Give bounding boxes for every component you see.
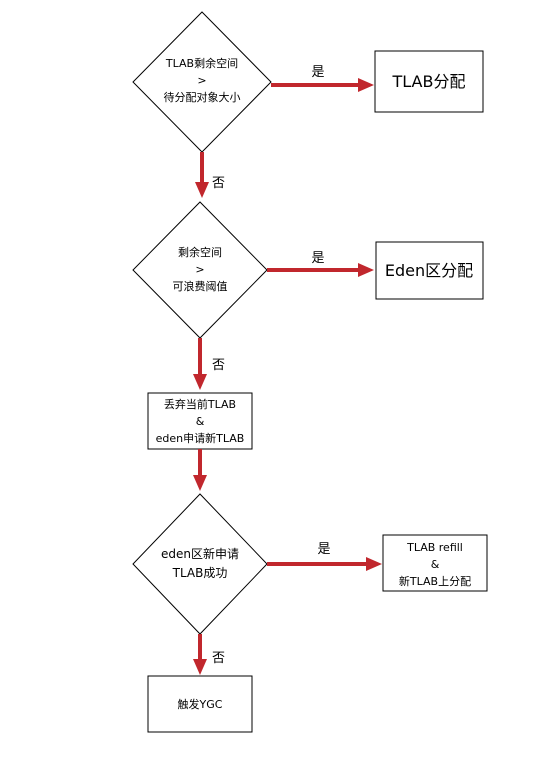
arrowhead: [193, 659, 207, 675]
process-box: [382, 534, 488, 592]
box-trigger-ygc: 触发YGC: [147, 675, 253, 733]
process-box: [374, 50, 484, 113]
box-label: TLAB分配: [392, 72, 466, 91]
box-line: &: [196, 415, 205, 428]
decision-line: 可浪费阈值: [173, 279, 228, 293]
box-label: Eden区分配: [385, 261, 473, 280]
arrow-yes-refill: 是: [267, 542, 382, 571]
arrow-discard-to-decision: [193, 449, 207, 491]
decision-new-tlab-success: eden区新申请 TLAB成功: [132, 493, 268, 635]
edge-label-no: 否: [212, 358, 225, 373]
decision-line: >: [197, 74, 206, 87]
decision-line: 待分配对象大小: [164, 90, 241, 104]
decision-line: TLAB剩余空间: [165, 56, 238, 70]
decision-tlab-remaining: TLAB剩余空间 > 待分配对象大小: [132, 11, 272, 153]
edge-label-no: 否: [212, 651, 225, 666]
decision-diamond: [132, 493, 268, 635]
edge-label-yes: 是: [317, 542, 330, 557]
arrow-yes-eden-alloc: 是: [267, 251, 374, 277]
arrowhead: [366, 557, 382, 571]
process-box: [147, 675, 253, 733]
arrow-no-3: 否: [193, 634, 225, 675]
box-line: 新TLAB上分配: [399, 574, 471, 588]
box-line: TLAB refill: [406, 541, 463, 554]
process-box: [375, 241, 484, 300]
decision-line: 剩余空间: [178, 245, 222, 259]
box-line: 丢弃当前TLAB: [164, 397, 236, 411]
box-eden-alloc: Eden区分配: [375, 241, 484, 300]
edge-label-no: 否: [212, 176, 225, 191]
decision-line: TLAB成功: [172, 566, 228, 580]
decision-line: eden区新申请: [161, 546, 239, 561]
arrowhead: [193, 374, 207, 390]
box-discard-tlab: 丢弃当前TLAB & eden申请新TLAB: [147, 392, 253, 450]
arrowhead: [193, 475, 207, 491]
arrow-no-2: 否: [193, 338, 225, 390]
arrowhead: [195, 182, 209, 198]
process-box: [147, 392, 253, 450]
arrowhead: [358, 78, 374, 92]
box-label: 触发YGC: [178, 697, 223, 711]
box-tlab-alloc: TLAB分配: [374, 50, 484, 113]
edge-label-yes: 是: [311, 65, 324, 80]
box-line: &: [431, 558, 440, 571]
box-tlab-refill: TLAB refill & 新TLAB上分配: [382, 534, 488, 592]
decision-line: >: [195, 263, 204, 276]
arrowhead: [358, 263, 374, 277]
arrow-no-1: 否: [195, 152, 225, 198]
decision-waste-threshold: 剩余空间 > 可浪费阈值: [132, 201, 268, 339]
box-line: eden申请新TLAB: [156, 431, 245, 445]
edge-label-yes: 是: [311, 251, 324, 266]
arrow-yes-tlab-alloc: 是: [271, 65, 374, 92]
